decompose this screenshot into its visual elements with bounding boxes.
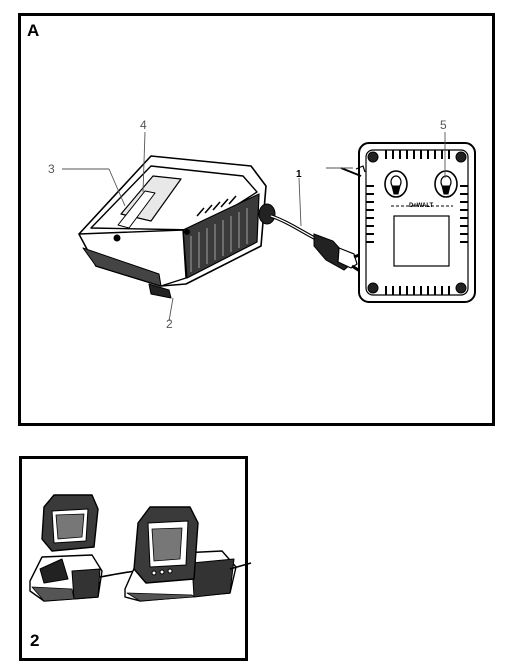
figure-2-panel: 2 xyxy=(19,456,252,661)
plug-illustration xyxy=(270,214,368,275)
figure-a-panel: A xyxy=(18,13,495,426)
figure-a-drawing: DeWALT 3 4 1 2 5 xyxy=(48,118,476,331)
battery-on-charger-illustration xyxy=(29,494,252,602)
callout-1: 1 xyxy=(296,169,302,180)
callout-3: 3 xyxy=(48,162,55,176)
callout-5: 5 xyxy=(440,118,447,132)
callout-4: 4 xyxy=(140,118,147,132)
figure-a-label: A xyxy=(27,21,40,40)
callout-leaders xyxy=(62,131,446,322)
underside-brand-text: DeWALT xyxy=(409,203,434,209)
charger-underside-illustration xyxy=(340,142,476,303)
figure-2-label: 2 xyxy=(30,631,40,650)
callout-2: 2 xyxy=(166,317,173,331)
charger-illustration xyxy=(78,155,276,299)
figure-2-drawing xyxy=(29,494,252,602)
